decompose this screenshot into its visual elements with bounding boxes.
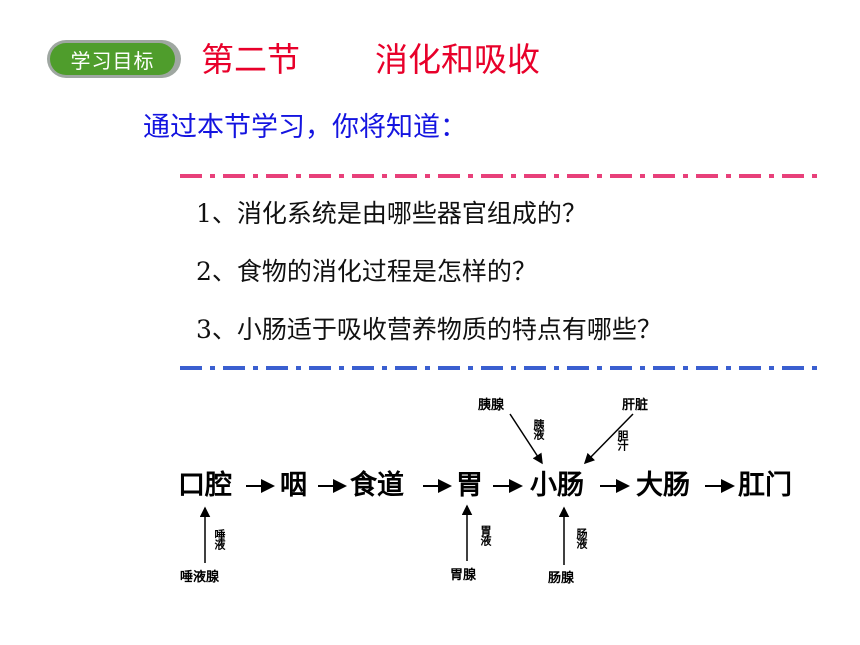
label-intestinal-juice: 肠液 — [575, 528, 588, 548]
organ-esophagus: 食道 — [350, 470, 404, 501]
label-intestinal-gland: 肠腺 — [548, 571, 575, 586]
digestive-flow-diagram: 口腔 咽 食道 胃 小肠 大肠 肛门 唾液腺 唾液 胃腺 胃液 肠腺 肠液 胰腺… — [170, 388, 820, 598]
goals-box-border — [178, 174, 824, 370]
label-salivary-gland: 唾液腺 — [180, 570, 220, 585]
label-bile: 胆汁 — [616, 430, 629, 450]
diagram-arrows — [199, 413, 735, 565]
arrow-bile — [583, 413, 634, 465]
label-saliva: 唾液 — [213, 529, 226, 549]
section-title: 消化和吸收 — [375, 40, 540, 79]
section-number: 第二节 — [201, 40, 300, 79]
label-gastric-gland: 胃腺 — [450, 568, 477, 583]
goals-box: 1、消化系统是由哪些器官组成的？ 2、食物的消化过程是怎样的？ 3、小肠适于吸收… — [178, 174, 824, 370]
label-liver: 肝脏 — [622, 398, 649, 413]
label-pancreatic-juice: 胰液 — [532, 419, 545, 439]
label-pancreas: 胰腺 — [478, 398, 505, 413]
arrow-pancreatic-juice — [509, 413, 543, 465]
organ-pharynx: 咽 — [280, 470, 307, 501]
organ-stomach: 胃 — [456, 470, 483, 501]
goal-item-1: 1、消化系统是由哪些器官组成的？ — [196, 199, 587, 228]
learning-goals-badge: 学习目标 — [47, 40, 181, 78]
intro-text: 通过本节学习，你将知道： — [143, 112, 467, 143]
organ-small-intestine: 小肠 — [530, 470, 584, 501]
goal-item-3: 3、小肠适于吸收营养物质的特点有哪些？ — [196, 315, 662, 344]
organ-large-intestine: 大肠 — [636, 470, 690, 501]
organ-mouth: 口腔 — [178, 470, 232, 501]
badge-label: 学习目标 — [50, 43, 175, 75]
label-gastric-juice: 胃液 — [479, 525, 492, 545]
organ-anus: 肛门 — [738, 470, 792, 501]
goal-item-2: 2、食物的消化过程是怎样的？ — [196, 257, 537, 286]
